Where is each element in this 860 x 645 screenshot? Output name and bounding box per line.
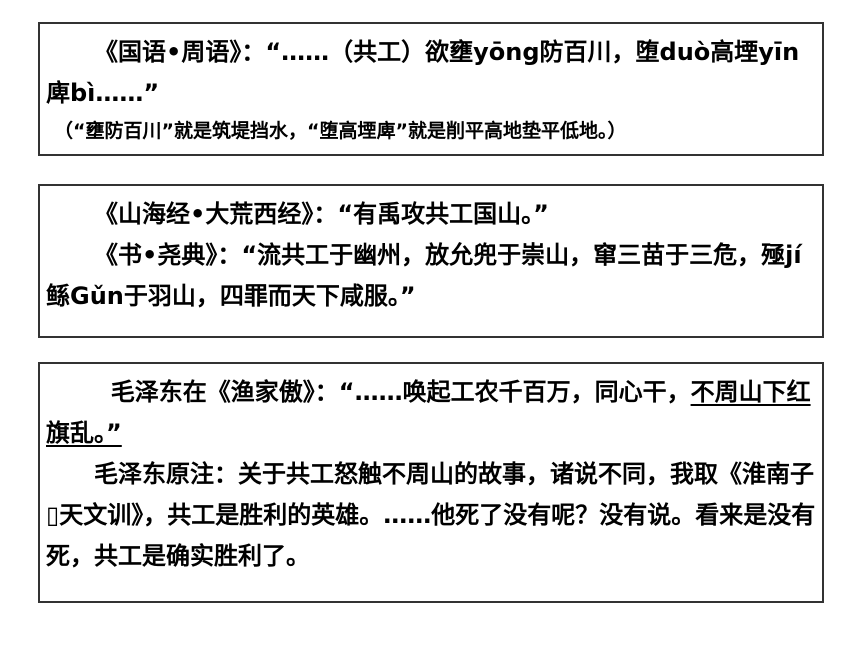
shanhaijing-quote: 《山海经•大荒西经》：“有禹攻共工国山。” [94, 200, 549, 228]
quote-box-guoyu: 《国语•周语》：“……（共工）欲壅yōng防百川，堕duò高堙yīn庳bì……”… [38, 22, 824, 156]
quote-box-shanhaijing-shu: 《山海经•大荒西经》：“有禹攻共工国山。” 《书•尧典》：“流共工于幽州，放允兜… [38, 184, 824, 338]
guoyu-quote: 《国语•周语》：“……（共工）欲壅yōng防百川，堕duò高堙yīn庳bì……” [46, 38, 800, 107]
yujiaao-quote-text: 毛泽东在《渔家傲》：“……唤起工农千百万，同心干， [110, 378, 691, 406]
yujiaao-underlined-line: 不周山下红旗乱。” [46, 378, 811, 447]
shu-yaodian-quote: 《书•尧典》：“流共工于幽州，放允兜于崇山，窜三苗于三危，殛jí鲧Gǔn于羽山，… [46, 241, 802, 310]
maozedong-original-note: 毛泽东原注：关于共工怒触不周山的故事，诸说不同，我取《淮南子▯天文训》，共工是胜… [46, 460, 816, 570]
quote-box-maozedong: 毛泽东在《渔家傲》：“……唤起工农千百万，同心干，不周山下红旗乱。” 毛泽东原注… [38, 362, 824, 603]
yujiaao-quote: 毛泽东在《渔家傲》：“……唤起工农千百万，同心干，不周山下红旗乱。” [46, 372, 816, 454]
guoyu-explanation-note: （“壅防百川”就是筑堤挡水，“堕高堙庳”就是削平高地垫平低地。） [54, 120, 627, 142]
